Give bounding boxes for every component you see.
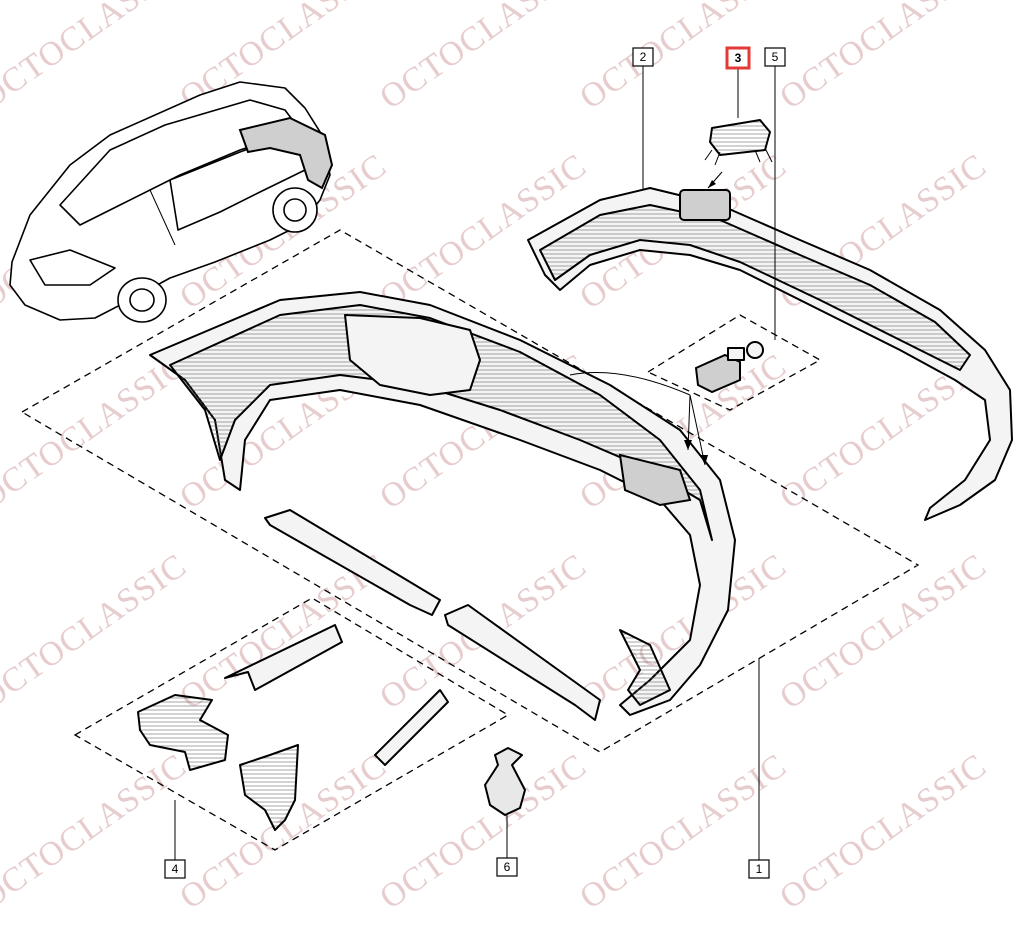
callout-2-label: 2 <box>640 50 647 64</box>
part-corner-brackets <box>137 694 299 831</box>
watermark-text: OCTOCLASSIC <box>573 747 793 917</box>
part-upper-trim <box>527 187 1013 521</box>
watermark-text: OCTOCLASSIC <box>773 747 993 917</box>
callout-1-label: 1 <box>756 862 763 876</box>
watermark-text: OCTOCLASSIC <box>773 0 993 117</box>
watermark-text: OCTOCLASSIC <box>373 0 593 117</box>
callout-6: 6 <box>496 857 518 877</box>
reference-car-illustration <box>9 81 334 323</box>
part-rear-bumper <box>149 291 736 716</box>
watermark-text: OCTOCLASSIC <box>773 547 993 717</box>
callout-5-label: 5 <box>772 50 779 64</box>
part-mounting-rails <box>224 509 601 766</box>
callout-5: 5 <box>764 47 786 67</box>
watermark-text: OCTOCLASSIC <box>573 0 793 117</box>
callout-3: 3 <box>725 46 751 70</box>
watermark-text: OCTOCLASSIC <box>0 747 193 917</box>
callout-4: 4 <box>164 859 186 879</box>
watermark-text: OCTOCLASSIC <box>0 347 193 517</box>
callout-3-label: 3 <box>735 51 742 65</box>
callout-1: 1 <box>748 859 770 879</box>
part-sensor-connector <box>569 341 764 466</box>
part-sensor-badge <box>484 747 526 816</box>
watermark-text: OCTOCLASSIC <box>373 747 593 917</box>
watermark-text: OCTOCLASSIC <box>573 547 793 717</box>
callout-6-label: 6 <box>504 860 511 874</box>
assembly-outlines <box>20 229 920 851</box>
callout-2: 2 <box>632 47 654 67</box>
callout-4-label: 4 <box>172 862 179 876</box>
watermark-text: OCTOCLASSIC <box>0 547 193 717</box>
watermark-text: OCTOCLASSIC <box>0 0 193 117</box>
callout-leader-lines <box>174 66 776 860</box>
part-clip <box>704 119 773 189</box>
